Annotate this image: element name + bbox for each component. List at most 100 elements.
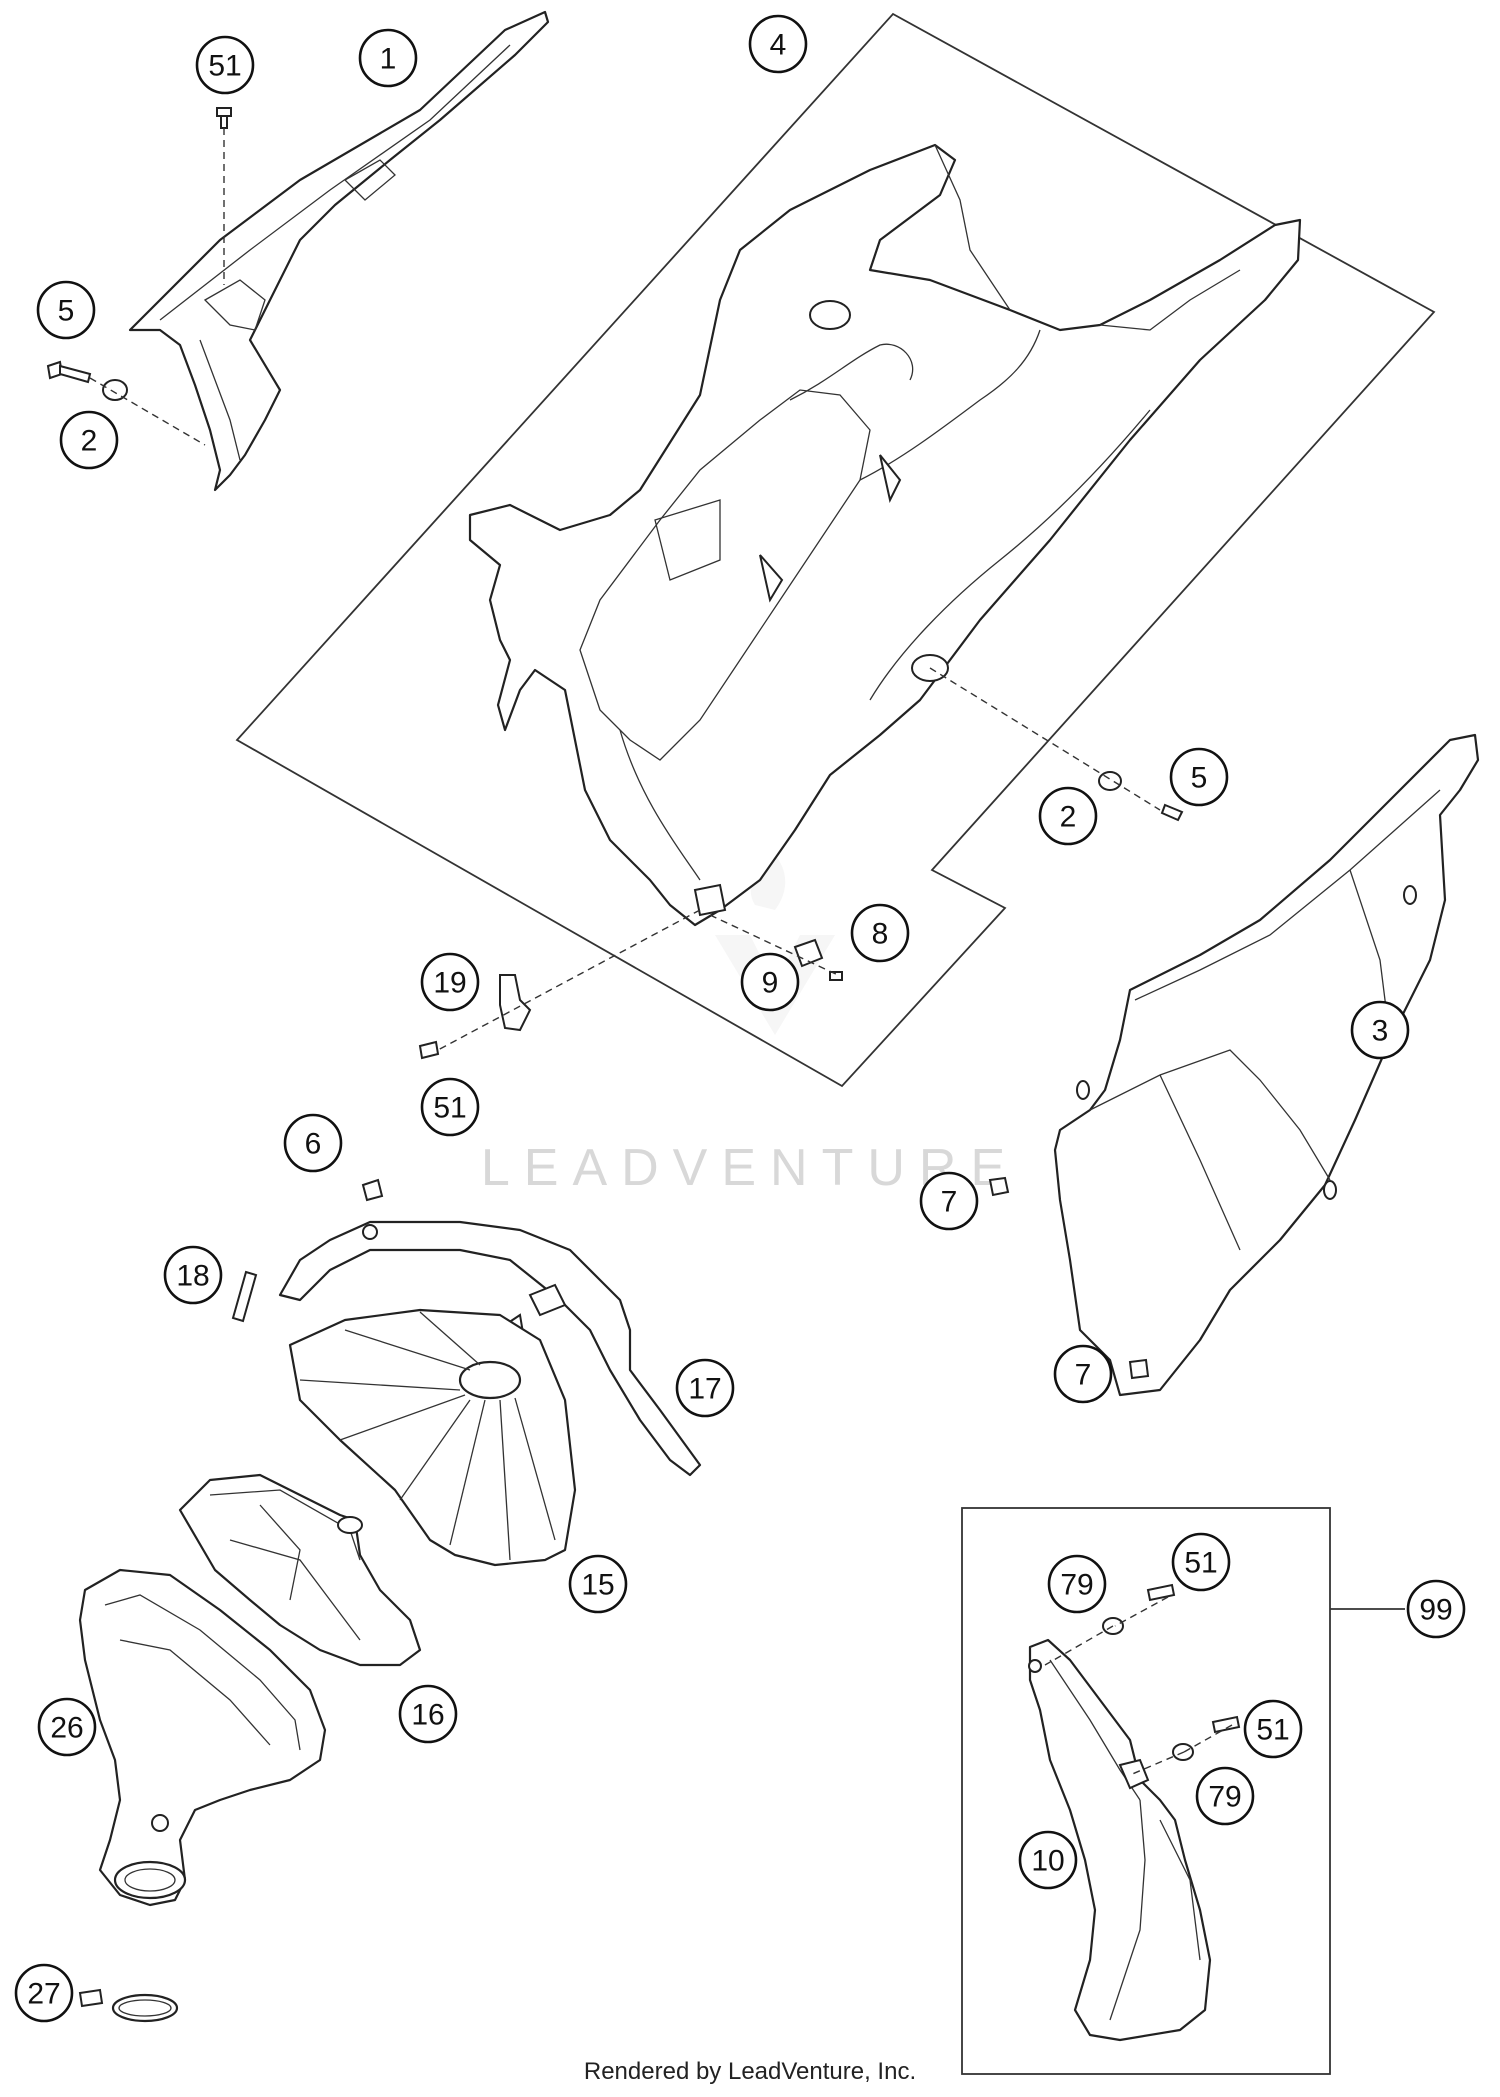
callout-label: 27	[27, 1978, 60, 2011]
grommet-2-left	[102, 379, 128, 401]
screw-51-mid	[418, 1040, 440, 1060]
footer-credit: Rendered by LeadVenture, Inc.	[584, 2058, 916, 2085]
callout-label: 99	[1419, 1594, 1452, 1627]
callout-8: 8	[850, 903, 910, 963]
callout-circle	[36, 280, 96, 340]
callout-51: 51	[1243, 1699, 1303, 1759]
callout-label: 6	[305, 1128, 322, 1161]
callout-18: 18	[163, 1245, 223, 1305]
part-15-air-filter	[288, 1308, 577, 1567]
callout-label: 51	[1184, 1547, 1217, 1580]
part-27-hose-clamp	[78, 1988, 179, 2023]
callout-3: 3	[1350, 1000, 1410, 1060]
callout-label: 51	[1256, 1714, 1289, 1747]
callout-10: 10	[1018, 1830, 1078, 1890]
callout-circle	[748, 14, 808, 74]
part-4-airbox	[468, 143, 1302, 927]
callout-circle	[1053, 1344, 1113, 1404]
callout-79: 79	[1195, 1766, 1255, 1826]
callout-51: 51	[195, 35, 255, 95]
callout-2: 2	[59, 410, 119, 470]
callout-17: 17	[675, 1358, 735, 1418]
callout-15: 15	[568, 1554, 628, 1614]
callout-label: 9	[762, 967, 779, 1000]
callout-2: 2	[1038, 786, 1098, 846]
callout-circle	[1169, 747, 1229, 807]
callout-circle	[675, 1358, 735, 1418]
callout-circle	[1018, 1830, 1078, 1890]
screw-51-kit-bottom	[1211, 1715, 1241, 1734]
callout-51: 51	[420, 1077, 480, 1137]
callout-5: 5	[36, 280, 96, 340]
callout-label: 79	[1060, 1569, 1093, 1602]
callout-5: 5	[1169, 747, 1229, 807]
callout-circle	[1195, 1766, 1255, 1826]
kit-frame-99	[961, 1507, 1331, 2075]
screw-51-kit-top	[1146, 1583, 1176, 1602]
bracket-19	[499, 974, 532, 1032]
callout-label: 2	[1060, 801, 1077, 834]
callout-label: 1	[380, 43, 397, 76]
callout-26: 26	[37, 1697, 97, 1757]
callout-label: 7	[1075, 1359, 1092, 1392]
callout-circle	[398, 1684, 458, 1744]
watermark-text: LEADVENTURE	[481, 1139, 1019, 1197]
callout-label: 19	[433, 967, 466, 1000]
callout-circle	[420, 952, 480, 1012]
callout-label: 5	[58, 295, 75, 328]
callout-9: 9	[740, 952, 800, 1012]
callout-circle	[163, 1245, 223, 1305]
callout-4: 4	[748, 14, 808, 74]
callout-circle	[1350, 1000, 1410, 1060]
clip-6	[361, 1178, 384, 1202]
callout-circle	[1047, 1554, 1107, 1614]
callout-1: 1	[358, 28, 418, 88]
callout-label: 51	[433, 1092, 466, 1125]
hardware	[46, 107, 1241, 1761]
callout-6: 6	[283, 1113, 343, 1173]
callout-label: 5	[1191, 762, 1208, 795]
callout-19: 19	[420, 952, 480, 1012]
callout-label: 26	[50, 1712, 83, 1745]
callout-79: 79	[1047, 1554, 1107, 1614]
callout-circle	[358, 28, 418, 88]
callout-circle	[14, 1963, 74, 2023]
callout-circle	[740, 952, 800, 1012]
screw-7-bottom	[1128, 1358, 1150, 1380]
callout-label: 8	[872, 918, 889, 951]
callout-circle	[1243, 1699, 1303, 1759]
part-10-kit-cover	[1028, 1638, 1212, 2042]
callout-label: 18	[176, 1260, 209, 1293]
callout-label: 15	[581, 1569, 614, 1602]
screw-9	[829, 971, 843, 981]
callout-label: 3	[1372, 1015, 1389, 1048]
callouts: 51 1 4 5 2 5 2 8 19 9 3 51 6 7 18 7 17 15 51 79 99 26 16 51 79 10…	[14, 14, 1466, 2023]
callout-label: 51	[208, 50, 241, 83]
callout-circle	[568, 1554, 628, 1614]
callout-label: 4	[770, 29, 787, 62]
callout-label: 16	[411, 1699, 444, 1732]
grommet-2-right	[1098, 771, 1122, 791]
callout-label: 79	[1208, 1781, 1241, 1814]
callout-27: 27	[14, 1963, 74, 2023]
pin-18	[231, 1270, 258, 1323]
callout-circle	[59, 410, 119, 470]
callout-label: 10	[1031, 1845, 1064, 1878]
assembly-frame-4	[235, 12, 1436, 1088]
callout-label: 17	[688, 1373, 721, 1406]
callout-circle	[1171, 1532, 1231, 1592]
callout-7: 7	[1053, 1344, 1113, 1404]
callout-label: 2	[81, 425, 98, 458]
part-26-intake-boot	[78, 1568, 327, 1907]
callout-7: 7	[919, 1171, 979, 1231]
callout-circle	[919, 1171, 979, 1231]
callout-circle	[283, 1113, 343, 1173]
screw-51-top	[216, 107, 232, 117]
leader-lines	[89, 128, 1233, 1776]
callout-circle	[420, 1077, 480, 1137]
part-1-side-cover	[128, 10, 550, 492]
callout-51: 51	[1171, 1532, 1231, 1592]
clip-8	[793, 938, 824, 968]
part-16-filter-cage	[178, 1473, 422, 1667]
